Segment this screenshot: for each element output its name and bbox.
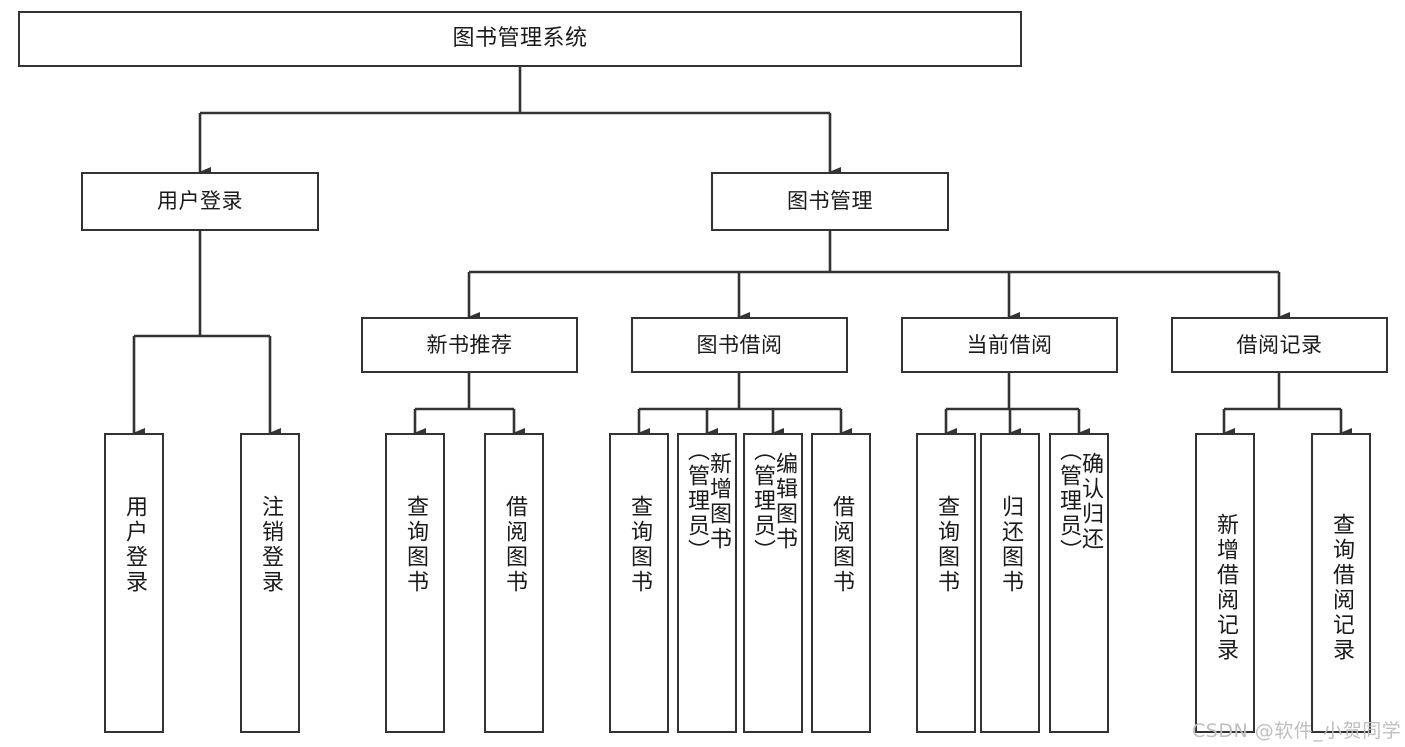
node-label: 借阅图书 [502, 495, 527, 595]
node-borrow-record[interactable]: 借阅记录 [1171, 317, 1388, 373]
node-current-borrow[interactable]: 当前借阅 [901, 317, 1118, 373]
node-label: 确认归还 （管理员） [1056, 439, 1103, 564]
leaf-edit-book-admin[interactable]: 编辑图书 （管理员） [743, 433, 803, 733]
node-label: 新增图书 （管理员） [684, 439, 731, 564]
node-user-login[interactable]: 用户登录 [81, 172, 319, 231]
node-label: 新增借阅记录 [1213, 513, 1238, 663]
node-label: 查询借阅记录 [1329, 513, 1354, 663]
node-label: 注销登录 [258, 495, 283, 595]
node-label: 用户登录 [122, 495, 147, 595]
watermark-text: CSDN @软件_小贺同学 [1192, 720, 1402, 742]
node-root-book-management-system[interactable]: 图书管理系统 [18, 11, 1022, 67]
node-label: 借阅图书 [829, 495, 854, 595]
leaf-query-borrow-record[interactable]: 查询借阅记录 [1311, 433, 1371, 733]
leaf-query-book-current[interactable]: 查询图书 [916, 433, 976, 733]
leaf-confirm-return-admin[interactable]: 确认归还 （管理员） [1049, 433, 1109, 733]
node-label: 图书管理系统 [452, 26, 588, 52]
leaf-return-book[interactable]: 归还图书 [980, 433, 1040, 733]
node-label: 图书管理 [787, 189, 873, 214]
node-label: 用户登录 [157, 189, 243, 214]
node-label: 查询图书 [627, 495, 652, 595]
leaf-add-borrow-record[interactable]: 新增借阅记录 [1195, 433, 1255, 733]
node-label: 查询图书 [403, 495, 428, 595]
leaf-logout-login[interactable]: 注销登录 [240, 433, 300, 733]
leaf-borrow-book[interactable]: 借阅图书 [811, 433, 871, 733]
node-label: 新书推荐 [426, 332, 513, 357]
node-book-management[interactable]: 图书管理 [711, 172, 949, 231]
leaf-user-login[interactable]: 用户登录 [104, 433, 164, 733]
leaf-add-book-admin[interactable]: 新增图书 （管理员） [677, 433, 737, 733]
node-label: 借阅记录 [1236, 332, 1323, 357]
leaf-query-book-borrow[interactable]: 查询图书 [609, 433, 669, 733]
node-label: 查询图书 [934, 495, 959, 595]
node-label: 编辑图书 （管理员） [750, 439, 797, 564]
node-label: 归还图书 [998, 495, 1023, 595]
leaf-borrow-book-recommend[interactable]: 借阅图书 [484, 433, 544, 733]
node-new-book-recommend[interactable]: 新书推荐 [361, 317, 578, 373]
node-label: 图书借阅 [696, 332, 783, 357]
node-book-borrow[interactable]: 图书借阅 [631, 317, 848, 373]
leaf-query-book-recommend[interactable]: 查询图书 [385, 433, 445, 733]
node-label: 当前借阅 [966, 332, 1053, 357]
